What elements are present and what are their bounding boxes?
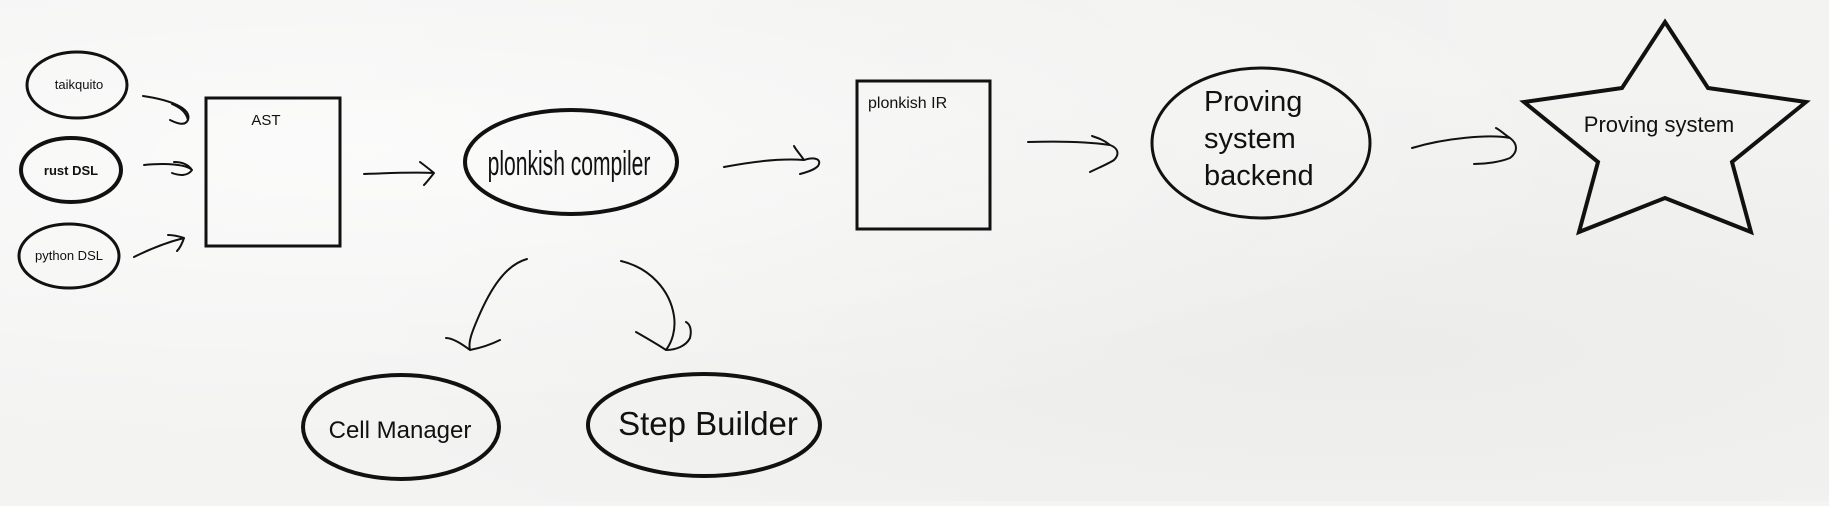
node-plonkish-ir[interactable]: plonkish IR [855,79,992,231]
node-cell-manager[interactable]: Cell Manager [301,373,501,481]
arrow-compiler-to-cell-manager [445,258,528,351]
rust-dsl-label: rust DSL [44,163,98,178]
arrow-taikquito-to-ast [142,95,190,125]
step-builder-label: Step Builder [618,405,798,442]
node-ast[interactable]: AST [204,96,342,248]
arrow-ast-to-compiler [363,161,435,186]
proving-system-label: Proving system [1584,112,1734,137]
arrow-compiler-to-ir [723,145,821,175]
taikquito-ellipse [25,50,129,120]
arrow-backend-to-proving-system [1411,127,1517,165]
arrow-compiler-to-step-builder [620,260,692,351]
backend-line-3: backend [1204,160,1314,192]
arrow-python-to-ast [133,234,185,258]
backend-line-2: system [1204,123,1296,155]
proving-system-backend-ellipse [1150,66,1372,220]
plonkish-compiler-ellipse [463,108,679,216]
rust-dsl-ellipse [19,136,123,204]
proving-system-backend-label: Proving system backend [1204,86,1314,192]
backend-line-1: Proving [1204,86,1302,118]
node-proving-system[interactable]: Proving system [1519,18,1811,236]
arrow-ir-to-backend [1027,135,1119,173]
plonkish-ir-box [855,79,992,231]
node-python-dsl[interactable]: python DSL [17,222,121,290]
cell-manager-label: Cell Manager [329,417,472,444]
python-dsl-label: python DSL [35,248,103,263]
node-rust-dsl[interactable]: rust DSL [19,136,123,204]
ast-box [204,96,342,248]
python-dsl-ellipse [17,222,121,290]
arrow-rust-to-ast [143,161,193,176]
ast-label: AST [251,112,280,129]
plonkish-ir-label: plonkish IR [868,95,947,112]
step-builder-ellipse [586,372,822,478]
node-proving-system-backend[interactable]: Proving system backend [1150,66,1372,220]
plonkish-compiler-label: plonkish compiler [488,144,651,182]
node-taikquito[interactable]: taikquito [25,50,129,120]
cell-manager-ellipse [301,373,501,481]
taikquito-label: taikquito [55,77,103,92]
node-plonkish-compiler[interactable]: plonkish compiler [463,108,679,216]
proving-system-star [1519,18,1811,236]
node-step-builder[interactable]: Step Builder [586,372,822,478]
